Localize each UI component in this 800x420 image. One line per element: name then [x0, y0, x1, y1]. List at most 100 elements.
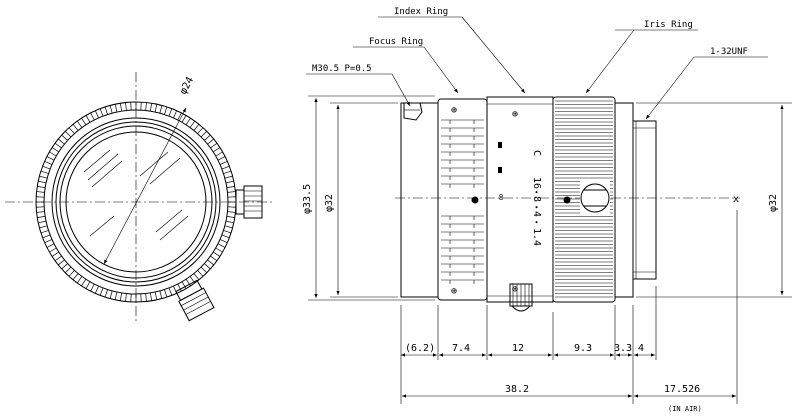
mount-thread-callout: 1-32UNF: [710, 47, 748, 57]
focus-ring-ribs: [441, 119, 484, 284]
knurl-tick: [217, 156, 226, 161]
knurl-tick: [81, 117, 87, 126]
knurl-tick: [72, 124, 79, 131]
rear-diameter-label: φ32: [768, 194, 779, 212]
knurl-tick: [38, 220, 47, 224]
iris-index-dot: [563, 196, 571, 204]
knurl-tick: [145, 293, 147, 302]
length-seg-1: (6.2): [405, 343, 435, 354]
knurl-tick: [185, 278, 191, 287]
knurl-tick: [90, 283, 95, 292]
knurl-tick: [197, 127, 204, 134]
front-diameter-label: φ24: [178, 75, 196, 96]
knurl-tick: [227, 211, 236, 213]
knurl-tick: [114, 291, 118, 300]
knurl-tick: [227, 191, 236, 193]
index-screw: [509, 283, 533, 312]
knurl-tick: [221, 165, 230, 170]
svg-text:x: x: [733, 194, 739, 205]
knurl-tick: [37, 216, 46, 218]
total-length: 38.2: [505, 384, 529, 395]
knurl-tick: [193, 273, 200, 280]
knurl-tick: [181, 281, 187, 289]
knurl-tick: [217, 243, 226, 248]
f-scale-16: 16: [531, 177, 542, 189]
knurl-tick: [46, 156, 55, 161]
knurl-tick: [207, 138, 214, 145]
knurl-tick: [197, 270, 204, 277]
knurl-tick: [164, 106, 168, 115]
knurl-tick: [42, 165, 51, 170]
knurl-tick: [65, 131, 72, 138]
knurl-tick: [224, 175, 233, 179]
svg-text:⊕: ⊕: [512, 109, 518, 120]
knurl-tick: [46, 243, 55, 248]
length-seg-6: 4: [638, 343, 644, 354]
knurl-tick: [207, 259, 214, 266]
knurl-tick: [42, 234, 51, 239]
knurl-tick: [177, 283, 182, 292]
knurl-tick: [99, 108, 104, 117]
knurl-tick: [224, 225, 233, 229]
knurl-tick: [159, 105, 163, 114]
knurl-tick: [76, 120, 83, 128]
f-scale-1-4: 1.4: [531, 228, 542, 246]
f-scale-4: 4: [531, 211, 542, 217]
knurl-tick: [204, 263, 211, 270]
knurl-tick: [225, 220, 234, 224]
knurl-tick: [210, 255, 218, 262]
svg-text:⊕: ⊕: [451, 286, 457, 297]
knurl-tick: [95, 285, 99, 294]
iris-ring-callout: Iris Ring: [644, 20, 693, 30]
knurl-tick: [212, 251, 221, 257]
knurl-tick: [37, 186, 46, 188]
knurl-tick: [219, 161, 228, 165]
knurl-tick: [150, 292, 152, 301]
knurl-tick: [189, 120, 196, 128]
knurl-tick: [154, 291, 158, 300]
knurl-tick: [54, 255, 62, 262]
knurl-tick: [58, 138, 65, 145]
knurl-tick: [95, 110, 99, 119]
knurl-tick: [99, 287, 104, 296]
knurl-tick: [145, 102, 147, 111]
thread-spec-callout: M30.5 P=0.5: [312, 64, 372, 74]
knurl-tick: [177, 112, 182, 121]
knurl-tick: [120, 292, 122, 301]
knurl-tick: [49, 151, 57, 157]
knurl-tick: [90, 112, 95, 121]
knurl-tick: [185, 117, 191, 126]
knurl-tick: [204, 134, 211, 141]
rear-body: [614, 102, 634, 298]
knurl-tick: [54, 142, 62, 149]
knurl-tick: [38, 180, 47, 184]
lower-screw: [175, 279, 215, 322]
knurl-tick: [181, 115, 187, 123]
knurl-tick: [210, 142, 218, 149]
knurl-tick: [109, 290, 113, 299]
body-diameter-label: φ32: [324, 194, 335, 212]
knurl-tick: [215, 247, 223, 253]
knurl-tick: [159, 290, 163, 299]
front-view: φ24: [5, 72, 275, 322]
length-seg-2: 7.4: [452, 343, 470, 354]
mount-thread: [632, 120, 657, 280]
knurl-tick: [193, 124, 200, 131]
side-view: x ⊕ ⊕ ⊕ ⊕ C ∞ 16 • 8 • 4 • 1.4: [302, 7, 792, 413]
knurl-tick: [223, 170, 232, 174]
knurl-tick: [226, 216, 235, 218]
knurl-tick: [40, 230, 49, 234]
iris-knob: [580, 180, 610, 216]
svg-text:⊕: ⊕: [512, 284, 518, 295]
in-air-note: (IN AIR): [668, 405, 702, 413]
knurl-tick: [150, 103, 152, 112]
knurl-tick: [104, 289, 108, 298]
infinity-mark: ∞: [495, 194, 506, 200]
knurl-tick: [58, 259, 65, 266]
knurl-tick: [49, 247, 57, 253]
f-scale-8: 8: [531, 196, 542, 202]
knurl-tick: [125, 102, 127, 111]
outer-diameter-label: φ33.5: [302, 184, 313, 214]
knurl-tick: [61, 263, 68, 270]
